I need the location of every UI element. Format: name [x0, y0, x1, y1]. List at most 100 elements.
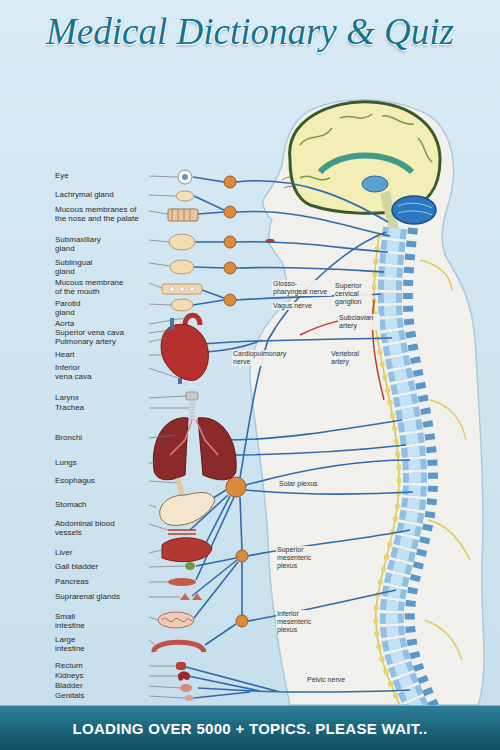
abdominal-organs	[178, 478, 182, 495]
leader-line	[149, 396, 189, 530]
nerves	[225, 420, 406, 455]
organ-label: Pancreas	[55, 578, 89, 587]
head-organs	[178, 170, 192, 184]
head-organs	[162, 284, 202, 294]
nerve-label: Superior mesenteric plexus	[276, 546, 328, 569]
head-organs	[180, 287, 185, 292]
nerve-label: Glosso-pharyngeal nerve	[272, 280, 332, 296]
organ-label: Mucous membrane of the mouth	[55, 279, 127, 297]
lungs	[170, 420, 218, 455]
loading-text: LOADING OVER 5000 + TOPICS. PLEASE WAIT.…	[72, 720, 427, 737]
organ-label: Sublingual gland	[55, 259, 110, 277]
ganglion	[224, 294, 236, 306]
abdominal-organs	[162, 618, 192, 621]
abdominal-organs	[168, 530, 196, 534]
abdominal-organs	[154, 478, 215, 701]
brain	[320, 156, 412, 173]
organ-label: Kidneys	[55, 672, 83, 681]
organ-label: Bronchi	[55, 434, 82, 443]
organ-label: Lungs	[55, 459, 77, 468]
nerve-label: Cardiopulmonary nerve	[232, 350, 296, 366]
brain	[290, 102, 440, 234]
nerves	[186, 177, 413, 698]
nerve-label: Vertebral artery	[330, 350, 372, 366]
leader-line	[149, 176, 189, 698]
head-organs	[182, 174, 188, 180]
spine	[408, 228, 438, 715]
abdominal-organs	[180, 593, 202, 600]
brain	[392, 196, 436, 224]
heart	[185, 315, 200, 325]
nerve-label: Inferior mesenteric plexus	[276, 610, 328, 633]
leader-line	[149, 318, 185, 378]
organ-label: Pulmonary artery	[55, 338, 116, 347]
abdominal-organs	[158, 612, 194, 628]
leader-line	[149, 176, 177, 305]
head-organs	[168, 209, 198, 221]
nerve-label: Solar plexus	[278, 480, 319, 488]
organ-label: Suprarenal glands	[55, 593, 120, 602]
brain	[300, 114, 432, 180]
heart	[161, 324, 208, 380]
organ-label: Gall bladder	[55, 563, 98, 572]
nerves	[186, 667, 410, 698]
organ-label: Small intestine	[55, 613, 100, 631]
organ-label: Large intestine	[55, 636, 100, 654]
leader-line	[149, 550, 185, 645]
organ-label: Abdominal blood vessels	[55, 520, 125, 538]
head-organs	[171, 299, 193, 311]
head-organs	[190, 287, 195, 292]
abdominal-organs	[180, 684, 192, 692]
nerve-label: Pelvic nerve	[306, 676, 346, 684]
organ-label: Trachea	[55, 404, 84, 413]
lungs	[153, 418, 188, 480]
organ-label: Lachrymal gland	[55, 191, 114, 200]
body-silhouette	[250, 100, 484, 705]
abdominal-organs	[162, 538, 212, 562]
head-organs	[176, 191, 194, 201]
ganglion	[236, 615, 248, 627]
loading-band: LOADING OVER 5000 + TOPICS. PLEASE WAIT.…	[0, 705, 500, 750]
ganglion	[226, 477, 246, 497]
organ-label: Heart	[55, 351, 75, 360]
organ-label: Superior vena cava	[55, 329, 124, 338]
app-title: Medical Dictionary & Quiz	[0, 10, 500, 53]
spine	[374, 235, 404, 715]
abdominal-organs	[185, 562, 195, 570]
head-organs	[162, 170, 202, 311]
lungs	[186, 392, 198, 400]
organ-label: Inferior vena cava	[55, 364, 95, 382]
ganglion	[224, 236, 236, 248]
brain	[398, 203, 432, 215]
abdominal-organs	[176, 662, 186, 670]
brain	[362, 176, 388, 192]
nerve-label: Vagus nerve	[272, 302, 313, 310]
abdominal-organs	[154, 642, 204, 652]
nerves	[205, 562, 396, 645]
spine	[420, 260, 470, 660]
organ-label: Bladder	[55, 682, 83, 691]
body-silhouette	[250, 100, 484, 705]
organ-label: Larynx	[55, 394, 79, 403]
spine	[374, 228, 470, 715]
abdominal-organs	[168, 578, 196, 586]
organ-label: Submaxillary gland	[55, 236, 117, 254]
ganglion	[224, 262, 236, 274]
lungs	[189, 400, 195, 420]
lungs	[198, 418, 236, 480]
ganglion	[224, 206, 236, 218]
organ-label: Mucous membranes of the nose and the pal…	[55, 206, 147, 224]
abdominal-organs	[184, 695, 194, 701]
organ-label: Esophagus	[55, 477, 95, 486]
head-organs	[170, 287, 175, 292]
organ-label: Liver	[55, 549, 72, 558]
ganglion	[224, 176, 236, 188]
organ-label: Genitals	[55, 692, 84, 701]
head-organs	[172, 209, 190, 221]
organ-label: Aorta	[55, 320, 74, 329]
organ-label: Eye	[55, 172, 69, 181]
leader-line	[149, 666, 184, 698]
arteries	[300, 300, 384, 400]
ganglion	[236, 550, 248, 562]
